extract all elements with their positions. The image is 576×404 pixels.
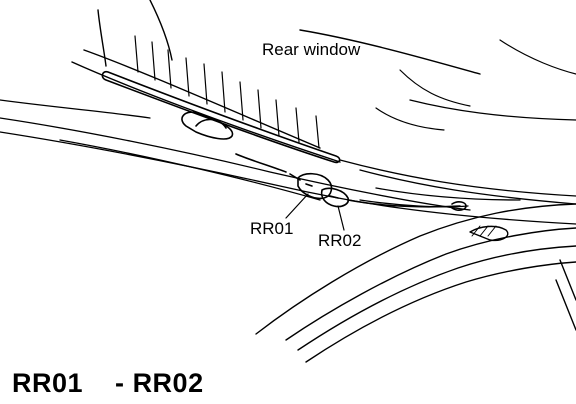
- connector-assembly: [235, 153, 467, 211]
- caption-second-connector: RR02: [132, 368, 204, 398]
- terminal-loop: [181, 111, 234, 140]
- defroster-grid-lines: [134, 35, 320, 149]
- rr01-callout-label: RR01: [250, 219, 294, 238]
- rear-window-glass: [71, 0, 481, 163]
- frame-hatching: [471, 225, 497, 237]
- lower-body-frame: [255, 203, 576, 363]
- defroster-bus-bar: [101, 70, 341, 164]
- roof-contour: [375, 39, 576, 131]
- connector-range-caption: RR01 - RR02: [12, 368, 204, 399]
- caption-first-connector: RR01: [12, 368, 84, 398]
- body-panel-contours: [0, 99, 576, 225]
- leader-lines: [285, 193, 345, 231]
- rear-window-label: Rear window: [262, 40, 361, 59]
- caption-separator: -: [115, 368, 125, 398]
- rr02-callout-label: RR02: [318, 231, 362, 250]
